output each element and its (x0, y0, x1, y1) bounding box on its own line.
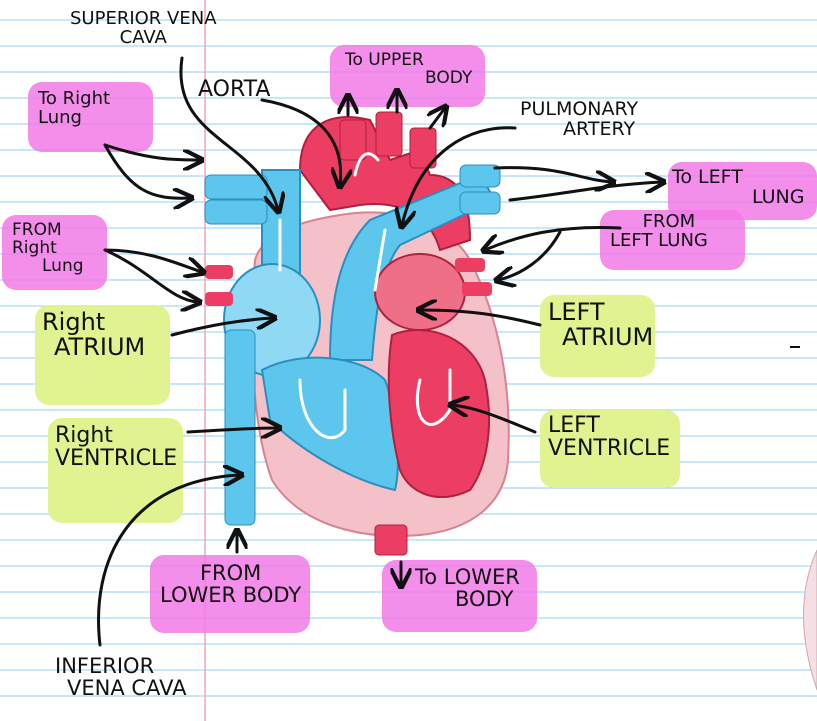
label-to-upper-body-line-2: BODY (345, 70, 472, 88)
inferior-vena-cava-vessel (225, 330, 255, 525)
left-atrium-chamber (375, 254, 465, 330)
label-left-ventricle-line-2: VENTRICLE (548, 437, 670, 460)
label-to-left-lung: To LEFT LUNG (672, 168, 804, 208)
label-to-upper-body: To UPPER BODY (345, 52, 472, 88)
left-pulmonary-artery-lower (460, 192, 500, 214)
label-right-atrium-line-1: Right (42, 310, 145, 335)
right-pulmonary-artery-upper (205, 175, 267, 199)
label-inferior-vena-cava-line-2: VENA CAVA (55, 677, 186, 699)
label-pulmonary-artery-line-2: ARTERY (520, 120, 638, 140)
label-inferior-vena-cava-line-1: INFERIOR (55, 655, 186, 677)
label-left-ventricle: LEFT VENTRICLE (548, 414, 670, 460)
label-pulmonary-artery: PULMONARY ARTERY (520, 100, 638, 140)
label-from-lower-body-line-1: FROM (160, 562, 301, 584)
aorta-branch-1 (340, 120, 366, 160)
label-left-atrium-line-2: ATRIUM (548, 325, 653, 350)
label-to-left-lung-line-2: LUNG (672, 188, 804, 208)
label-aorta: AORTA (198, 78, 270, 101)
label-superior-vena-cava-line-2: CAVA (70, 29, 217, 48)
label-aorta-text: AORTA (198, 78, 270, 101)
label-from-right-lung-line-2: Right (12, 240, 84, 258)
label-left-ventricle-line-1: LEFT (548, 414, 670, 437)
right-pulmonary-vein-upper (205, 265, 233, 279)
right-pulmonary-vein-lower (205, 292, 233, 306)
right-pulmonary-artery-lower (205, 200, 267, 224)
aorta-branch-2 (376, 112, 402, 156)
label-from-right-lung: FROM Right Lung (12, 222, 84, 276)
label-from-left-lung-line-2: LEFT LUNG (610, 232, 708, 251)
label-to-lower-body-line-2: BODY (415, 588, 520, 610)
label-from-lower-body-line-2: LOWER BODY (160, 584, 301, 606)
label-right-atrium: Right ATRIUM (42, 310, 145, 360)
label-inferior-vena-cava: INFERIOR VENA CAVA (55, 655, 186, 699)
left-pulmonary-vein-upper (455, 258, 485, 272)
label-right-atrium-line-2: ATRIUM (42, 335, 145, 360)
aorta-branch-3 (410, 128, 436, 168)
label-left-atrium: LEFT ATRIUM (548, 300, 653, 350)
label-from-left-lung: FROM LEFT LUNG (610, 213, 708, 251)
label-to-lower-body-line-1: To LOWER (415, 566, 520, 588)
label-to-right-lung: To Right Lung (38, 90, 110, 128)
label-from-lower-body: FROM LOWER BODY (160, 562, 301, 606)
label-right-ventricle: Right VENTRICLE (55, 424, 177, 470)
label-to-lower-body: To LOWER BODY (415, 566, 520, 610)
label-left-atrium-line-1: LEFT (548, 300, 653, 325)
label-right-ventricle-line-1: Right (55, 424, 177, 447)
label-from-right-lung-line-3: Lung (12, 258, 84, 276)
label-to-right-lung-line-2: Lung (38, 109, 110, 128)
left-pulmonary-vein-lower (462, 282, 492, 296)
label-right-ventricle-line-2: VENTRICLE (55, 447, 177, 470)
label-pulmonary-artery-line-1: PULMONARY (520, 100, 638, 120)
label-superior-vena-cava: SUPERIOR VENA CAVA (70, 10, 217, 48)
label-to-left-lung-line-1: To LEFT (672, 168, 804, 188)
descending-aorta (375, 525, 407, 555)
left-pulmonary-artery-upper (460, 165, 500, 187)
